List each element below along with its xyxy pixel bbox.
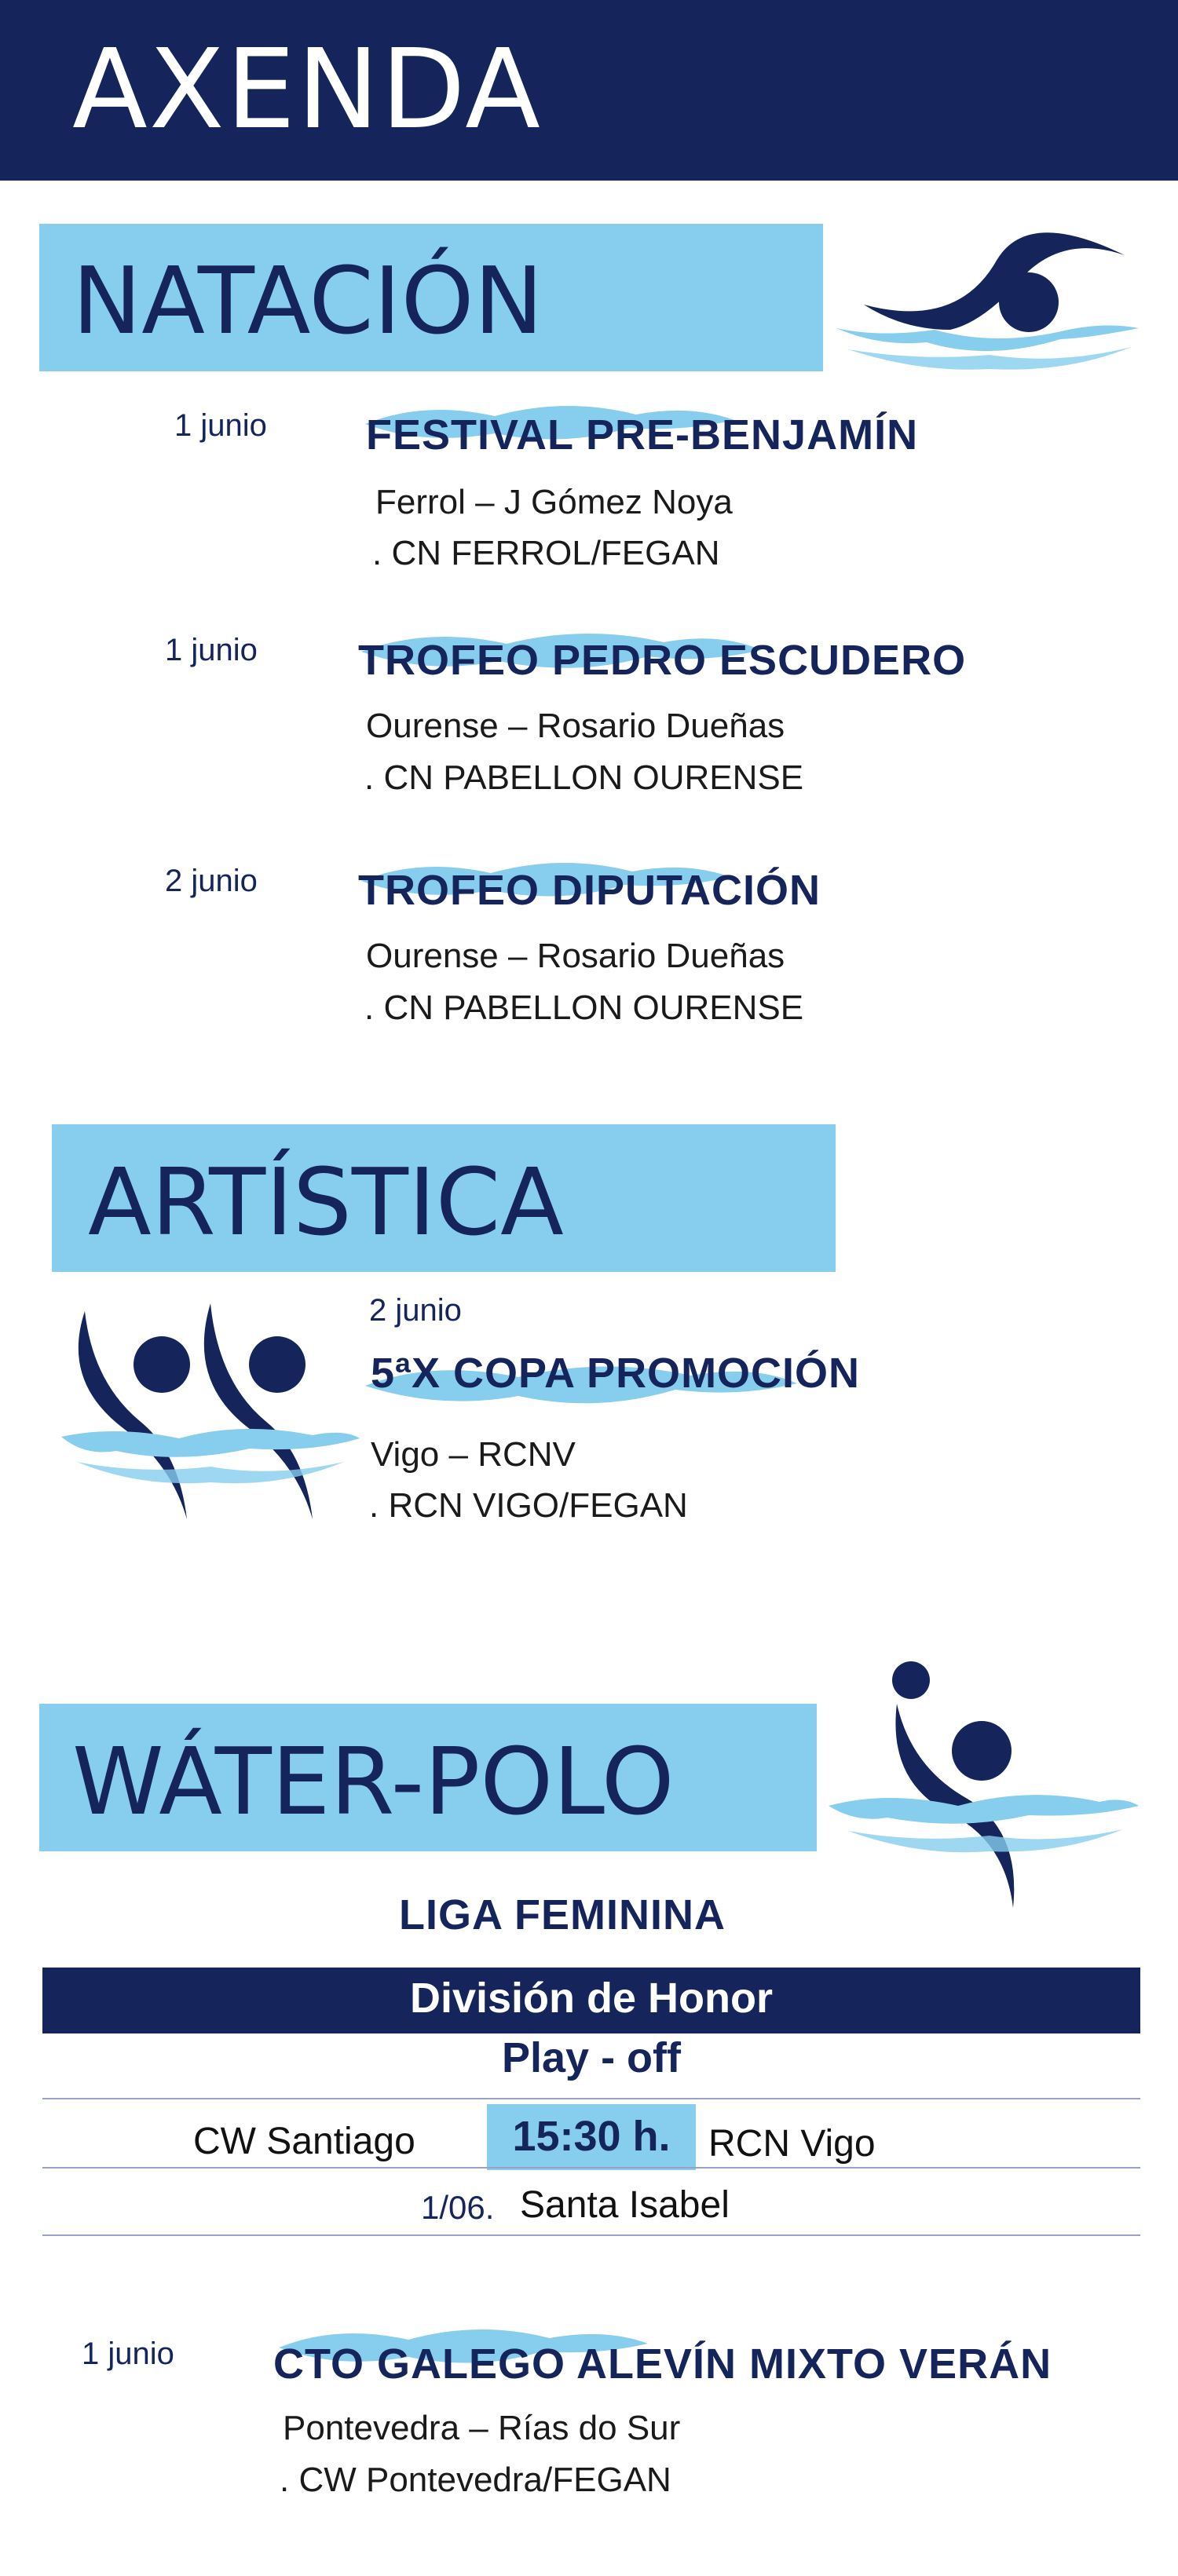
event-organizer: . CN PABELLON OURENSE <box>364 988 804 1027</box>
swimmer-icon <box>836 232 1139 370</box>
header-bar <box>0 0 1178 181</box>
division-bar <box>42 1968 1140 2033</box>
match-home-team: CW Santiago <box>193 2121 415 2162</box>
section-band-natacion <box>39 224 823 371</box>
event-organizer: . CN PABELLON OURENSE <box>364 758 804 797</box>
event-place: Ourense – Rosario Dueñas <box>366 937 785 975</box>
event-organizer: . CN FERROL/FEGAN <box>372 534 720 572</box>
divider <box>42 2234 1140 2236</box>
event-place: Ourense – Rosario Dueñas <box>366 707 785 745</box>
event-place: Vigo – RCNV <box>371 1435 576 1474</box>
event-title: 5ªX COPA PROMOCIÓN <box>371 1350 861 1397</box>
match-away-team: RCN Vigo <box>708 2123 876 2165</box>
phase-title: Play - off <box>501 2034 682 2081</box>
section-band-waterpolo <box>39 1704 817 1851</box>
event-title: TROFEO PEDRO ESCUDERO <box>358 637 967 684</box>
section-title-waterpolo: WÁTER-POLO <box>72 1727 675 1836</box>
divider <box>42 2167 1140 2169</box>
league-title: LIGA FEMININA <box>399 1891 726 1938</box>
event-date: 1 junio <box>165 633 258 667</box>
event-date: 1 junio <box>82 2337 174 2371</box>
water-polo-player-icon <box>829 1661 1139 1908</box>
event-place: Pontevedra – Rías do Sur <box>283 2409 681 2447</box>
page-title: AXENDA <box>72 26 542 154</box>
event-title: CTO GALEGO ALEVÍN MIXTO VERÁN <box>273 2340 1052 2388</box>
event-title: TROFEO DIPUTACIÓN <box>358 867 821 914</box>
event-date: 1 junio <box>174 408 267 443</box>
section-title-artistica: ARTÍSTICA <box>88 1148 564 1256</box>
event-date: 2 junio <box>165 864 258 898</box>
event-organizer: . CW Pontevedra/FEGAN <box>280 2461 671 2499</box>
match-time: 15:30 h. <box>512 2113 671 2160</box>
section-band-artistica <box>52 1124 836 1272</box>
event-organizer: . RCN VIGO/FEGAN <box>369 1486 688 1525</box>
event-place: Ferrol – J Gómez Noya <box>375 483 733 521</box>
section-title-natacion: NATACIÓN <box>72 247 543 355</box>
division-title: División de Honor <box>409 1975 774 2022</box>
match-venue: Santa Isabel <box>520 2184 730 2226</box>
match-date: 1/06. <box>421 2189 495 2226</box>
event-title: FESTIVAL PRE-BENJAMÍN <box>366 411 919 459</box>
match-time-highlight <box>487 2104 696 2170</box>
event-date: 2 junio <box>369 1293 462 1328</box>
synchronized-swimmers-icon <box>61 1303 360 1519</box>
divider <box>42 2098 1140 2099</box>
